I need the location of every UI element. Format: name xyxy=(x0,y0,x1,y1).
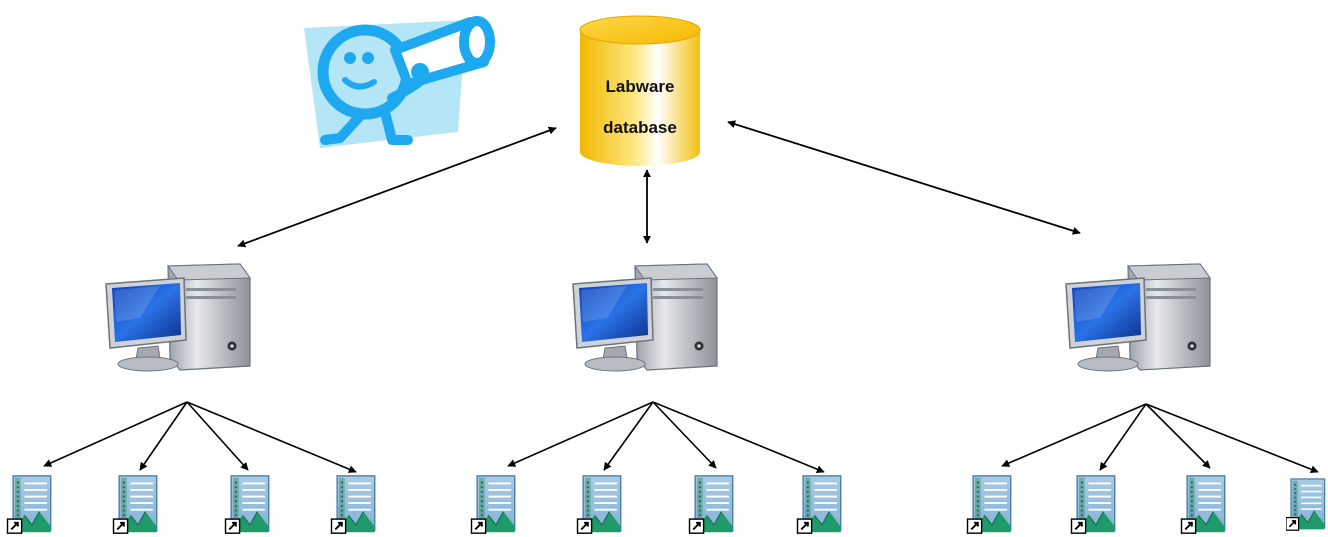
documents-center xyxy=(470,474,842,535)
database-label-line1: Labware xyxy=(606,77,675,96)
link-right-doc-4 xyxy=(1145,403,1319,474)
telescope-mascot-icon xyxy=(304,16,495,148)
chromatogram-document-shortcut-icon[interactable] xyxy=(6,474,52,535)
link-center-doc-3 xyxy=(652,401,717,469)
chromatogram-document-shortcut-icon[interactable] xyxy=(224,474,270,535)
document-links-center xyxy=(507,401,825,473)
link-center-doc-1 xyxy=(507,401,654,467)
chromatogram-document-shortcut-icon[interactable] xyxy=(1180,474,1226,535)
link-right-doc-2 xyxy=(1099,403,1147,471)
computer-left xyxy=(105,263,251,372)
link-right-doc-3 xyxy=(1145,403,1211,469)
documents-right xyxy=(966,474,1326,535)
documents-left xyxy=(6,474,376,535)
desktop-computer-icon xyxy=(572,263,718,372)
chromatogram-document-shortcut-icon[interactable] xyxy=(1286,478,1326,532)
computer-center xyxy=(572,263,718,372)
database-links xyxy=(237,120,1081,248)
link-left-doc-4 xyxy=(186,401,357,473)
link-left-doc-2 xyxy=(139,401,188,471)
link-db-computer-left xyxy=(237,126,557,248)
chromatogram-document-shortcut-icon[interactable] xyxy=(966,474,1012,535)
document-links-right xyxy=(1001,403,1319,474)
chromatogram-document-shortcut-icon[interactable] xyxy=(1070,474,1116,535)
link-center-doc-4 xyxy=(652,401,825,473)
chromatogram-document-shortcut-icon[interactable] xyxy=(470,474,516,535)
chromatogram-document-shortcut-icon[interactable] xyxy=(112,474,158,535)
document-links-left xyxy=(43,401,357,473)
database-cylinder-icon: Labware database xyxy=(579,15,701,166)
link-right-doc-1 xyxy=(1001,403,1147,467)
link-center-doc-2 xyxy=(603,401,654,471)
link-left-doc-3 xyxy=(186,401,249,471)
database-label-line2: database xyxy=(603,118,677,137)
link-left-doc-1 xyxy=(43,401,188,467)
computer-right xyxy=(1065,263,1211,372)
desktop-computer-icon xyxy=(1065,263,1211,372)
desktop-computer-icon xyxy=(105,263,251,372)
chromatogram-document-shortcut-icon[interactable] xyxy=(688,474,734,535)
chromatogram-document-shortcut-icon[interactable] xyxy=(796,474,842,535)
chromatogram-document-shortcut-icon[interactable] xyxy=(330,474,376,535)
link-db-computer-right xyxy=(727,120,1081,235)
chromatogram-document-shortcut-icon[interactable] xyxy=(576,474,622,535)
